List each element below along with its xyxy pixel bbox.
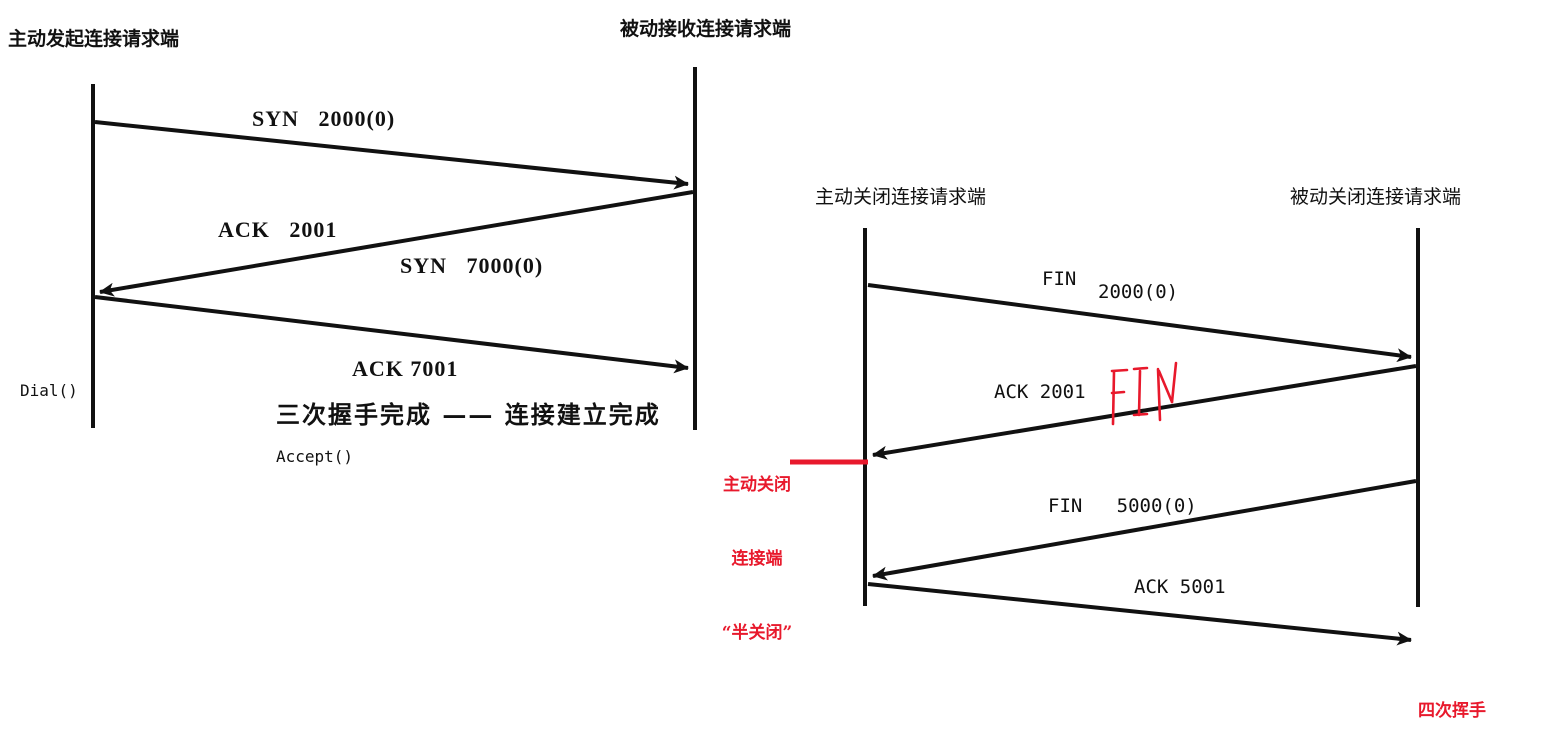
teardown-complete-line-1: 四次挥手 (1418, 701, 1486, 722)
arrow-ack-5001 (867, 582, 1412, 646)
arrow-fin-2000 (867, 283, 1412, 363)
half-close-line-1: 主动关闭 (723, 475, 791, 496)
label-syn-7000: SYN 7000(0) (400, 253, 544, 278)
half-close-line-2: 连接端 (731, 549, 783, 570)
handwritten-fin-icon (1110, 361, 1178, 426)
label-ack-5001: ACK 5001 (1134, 576, 1226, 598)
half-close-annotation: 主动关闭 连接端 “半关闭” (712, 424, 802, 695)
arrow-syn-2000 (94, 120, 689, 190)
api-accept-label: Accept() (276, 447, 354, 466)
title-close-right: 被动关闭连接请求端 (1290, 186, 1462, 208)
api-dial-label: Dial() (20, 381, 78, 400)
label-ack-7001: ACK 7001 (352, 356, 459, 381)
title-close-left: 主动关闭连接请求端 (815, 186, 987, 208)
label-syn-2000: SYN 2000(0) (252, 106, 396, 131)
arrow-fin-5000 (872, 479, 1417, 581)
label-fin-5000: FIN 5000(0) (1048, 495, 1197, 517)
handshake-complete-banner: 三次握手完成 —— 连接建立完成 (276, 400, 661, 429)
arrow-ack-2001 (99, 190, 694, 297)
arrow-ack-7001 (94, 295, 689, 374)
arrow-ack-2001-close (872, 364, 1417, 460)
label-fin-2000-b: 2000(0) (1098, 281, 1179, 303)
teardown-complete-annotation: 四次挥手 完成 (1418, 650, 1514, 730)
label-fin-2000-a: FIN (1042, 268, 1077, 290)
label-ack-2001: ACK 2001 (218, 217, 338, 242)
half-close-line-3: “半关闭” (721, 623, 793, 644)
title-handshake-right: 被动接收连接请求端 (620, 18, 792, 40)
label-ack-2001-close: ACK 2001 (994, 381, 1086, 403)
arrow-syn-7000 (100, 196, 693, 297)
title-handshake-left: 主动发起连接请求端 (8, 28, 180, 50)
